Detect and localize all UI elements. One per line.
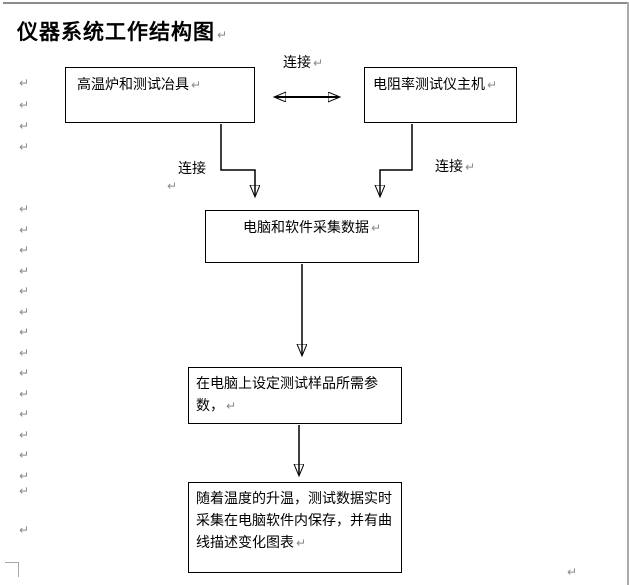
label-text: 连接 bbox=[435, 159, 463, 175]
label-text: 连接 bbox=[283, 55, 311, 71]
box-params[interactable]: 在电脑上设定测试样品所需参数，↵ bbox=[188, 367, 402, 424]
page-title-text: 仪器系统工作结构图 bbox=[17, 20, 215, 44]
pilcrow-mark: ↵ bbox=[19, 140, 30, 154]
pilcrow-mark: ↵ bbox=[313, 56, 324, 70]
label-connect-left: 连接 bbox=[178, 158, 206, 178]
pilcrow-mark: ↵ bbox=[370, 221, 382, 235]
label-text: 连接 bbox=[178, 161, 206, 177]
box-result-label: 随着温度的升温，测试数据实时采集在电脑软件内保存，并有曲线描述变化图表 bbox=[196, 491, 392, 551]
page-top-edge bbox=[3, 2, 629, 4]
pilcrow-mark: ↵ bbox=[296, 536, 307, 550]
pilcrow-mark: ↵ bbox=[19, 346, 30, 360]
pilcrow-mark: ↵ bbox=[19, 407, 30, 421]
text-boundary-corner-mark bbox=[5, 562, 19, 577]
pilcrow-mark: ↵ bbox=[19, 428, 30, 442]
box-furnace[interactable]: 高温炉和测试冶具↵ bbox=[65, 67, 255, 123]
box-furnace-label: 高温炉和测试冶具 bbox=[77, 77, 189, 93]
pilcrow-mark: ↵ bbox=[19, 264, 30, 278]
box-tester[interactable]: 电阻率测试仪主机↵ bbox=[364, 67, 517, 123]
pilcrow-mark: ↵ bbox=[19, 469, 30, 483]
pilcrow-mark: ↵ bbox=[19, 387, 30, 401]
label-connect-top: 连接↵ bbox=[283, 52, 323, 72]
box-computer-label: 电脑和软件采集数据 bbox=[242, 220, 369, 236]
page-right-edge bbox=[627, 2, 629, 585]
pilcrow-mark: ↵ bbox=[19, 223, 30, 237]
arrow-furnace-to-computer[interactable] bbox=[220, 124, 255, 196]
pilcrow-mark: ↵ bbox=[19, 243, 30, 257]
arrow-tester-to-computer[interactable] bbox=[380, 124, 413, 196]
pilcrow-mark: ↵ bbox=[19, 98, 30, 112]
pilcrow-mark: ↵ bbox=[226, 399, 237, 413]
pilcrow-mark: ↵ bbox=[19, 202, 30, 216]
box-computer[interactable]: 电脑和软件采集数据↵ bbox=[205, 210, 419, 263]
pilcrow-mark: ↵ bbox=[217, 28, 228, 42]
pilcrow-mark: ↵ bbox=[19, 523, 30, 537]
pilcrow-mark: ↵ bbox=[567, 565, 578, 579]
box-params-label: 在电脑上设定测试样品所需参数， bbox=[196, 376, 378, 414]
pilcrow-mark: ↵ bbox=[19, 325, 30, 339]
pilcrow-mark: ↵ bbox=[19, 119, 30, 133]
pilcrow-mark: ↵ bbox=[191, 78, 202, 92]
box-result[interactable]: 随着温度的升温，测试数据实时采集在电脑软件内保存，并有曲线描述变化图表↵ bbox=[188, 482, 402, 573]
pilcrow-mark: ↵ bbox=[19, 305, 30, 319]
pilcrow-mark: ↵ bbox=[487, 78, 498, 92]
pilcrow-mark: ↵ bbox=[19, 366, 30, 380]
page-title: 仪器系统工作结构图↵ bbox=[17, 16, 227, 46]
pilcrow-mark: ↵ bbox=[19, 448, 30, 462]
box-tester-label: 电阻率测试仪主机 bbox=[373, 77, 485, 93]
pilcrow-mark: ↵ bbox=[19, 484, 30, 498]
pilcrow-mark: ↵ bbox=[19, 284, 30, 298]
pilcrow-mark: ↵ bbox=[19, 76, 30, 90]
label-connect-right: 连接↵ bbox=[435, 156, 475, 176]
pilcrow-mark: ↵ bbox=[465, 160, 476, 174]
pilcrow-mark: ↵ bbox=[167, 179, 178, 193]
